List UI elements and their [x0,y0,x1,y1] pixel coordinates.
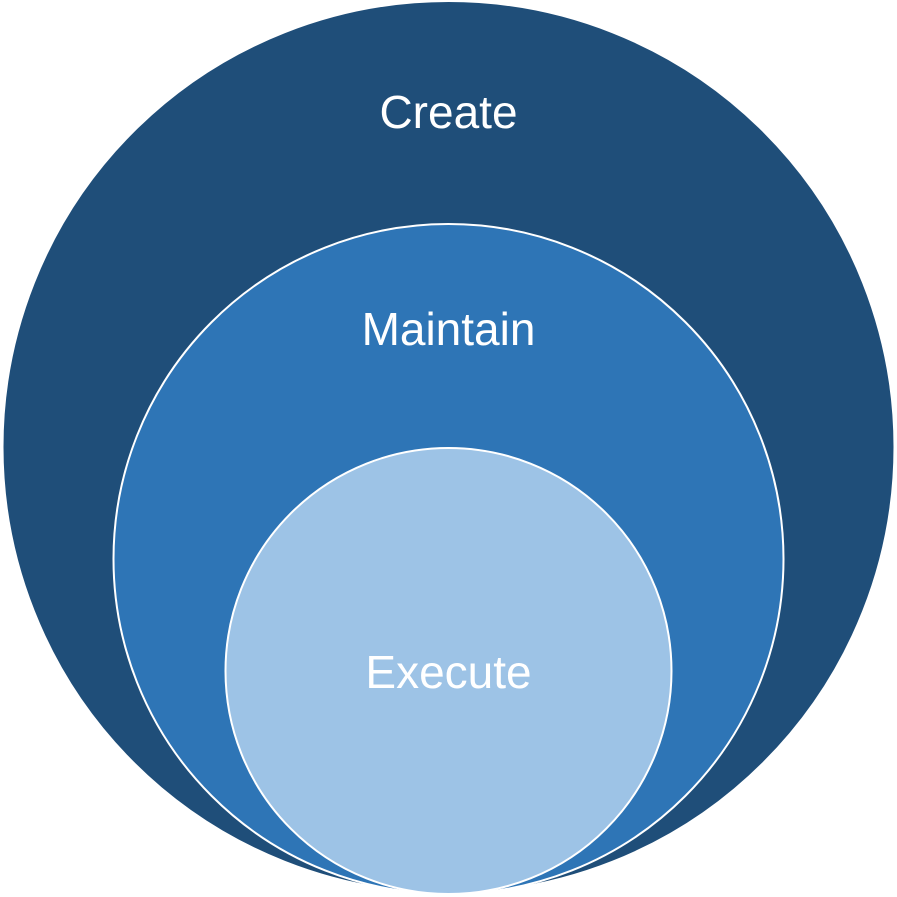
maintain-label: Maintain [362,303,536,355]
execute-circle [224,447,673,895]
execute-label: Execute [365,646,531,698]
layer-execute: Execute [224,447,673,895]
create-label: Create [379,86,517,138]
